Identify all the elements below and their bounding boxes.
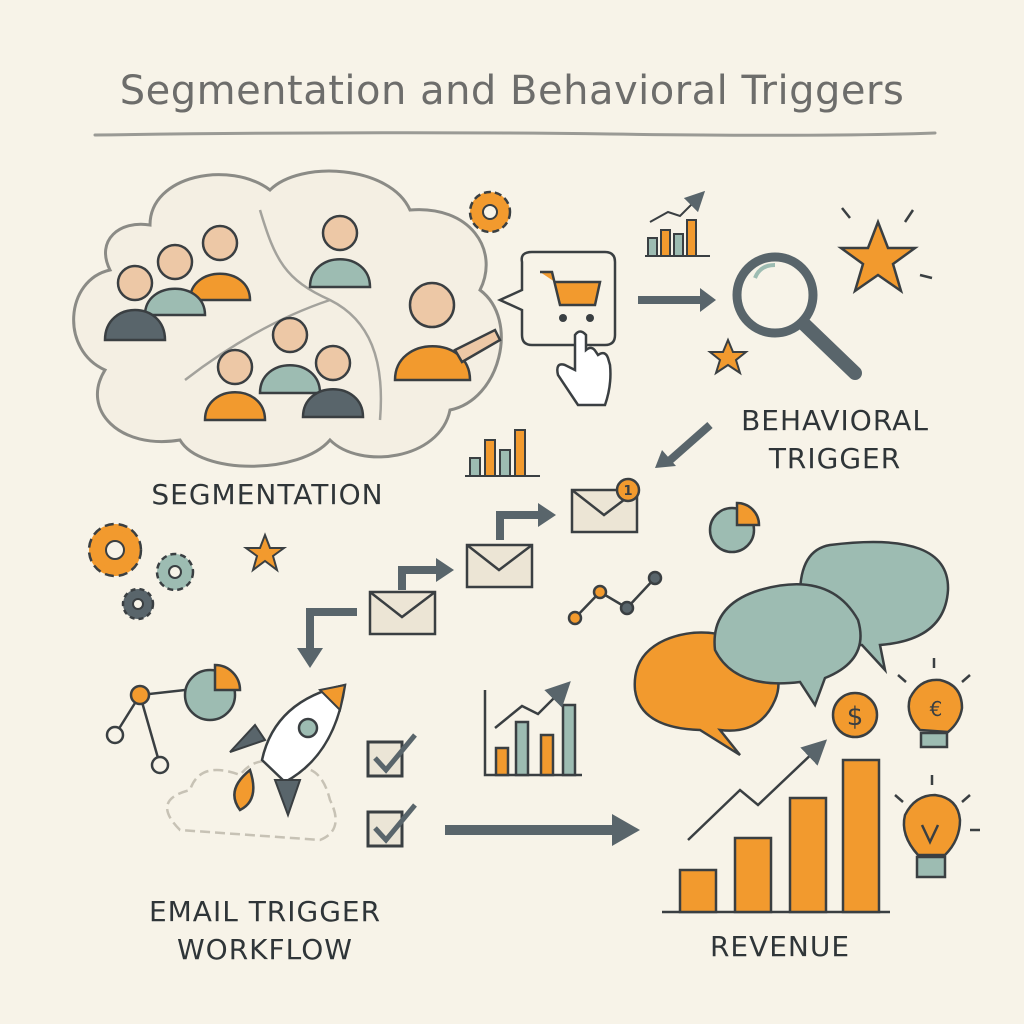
envelope-icon xyxy=(570,477,641,534)
line-graph-icon xyxy=(567,570,663,626)
pie-chart-icon xyxy=(708,501,761,554)
euro-symbol: € xyxy=(930,697,943,721)
shopping-cart-icon xyxy=(496,250,617,347)
dollar-coin-icon xyxy=(831,691,879,739)
star-icon xyxy=(837,207,933,295)
bar-chart-icon xyxy=(645,190,710,257)
person-icon xyxy=(203,348,267,422)
revenue-label: REVENUE xyxy=(709,930,851,963)
segmentation-label: SEGMENTATION xyxy=(151,478,384,511)
checkbox-icon xyxy=(366,733,417,778)
title-underline xyxy=(93,131,937,137)
arrow-icon xyxy=(297,608,357,668)
arrow-icon xyxy=(398,558,454,590)
email-workflow-label-line1: EMAIL TRIGGER xyxy=(148,895,382,928)
diagram-title: Segmentation and Behavioral Triggers xyxy=(119,68,905,114)
dollar-symbol: $ xyxy=(847,702,864,732)
speech-bubble-icon xyxy=(713,583,862,708)
gear-icon xyxy=(468,190,512,234)
star-icon xyxy=(707,337,749,376)
person-icon xyxy=(143,243,207,317)
envelope-icon xyxy=(465,543,534,589)
arrow-icon xyxy=(445,814,640,846)
lightbulb-icon xyxy=(897,658,971,749)
pie-chart-icon xyxy=(183,663,242,722)
arrow-icon xyxy=(655,421,713,468)
arrow-icon xyxy=(638,288,716,312)
pointer-hand-icon xyxy=(556,330,612,407)
revenue-bar-chart-icon xyxy=(662,739,890,914)
person-icon xyxy=(308,214,372,289)
gear-icon xyxy=(87,522,143,578)
bar-chart-icon xyxy=(465,429,540,477)
gear-icon xyxy=(121,587,155,621)
behavioral-trigger-label-line2: TRIGGER xyxy=(768,442,902,475)
person-icon xyxy=(103,264,167,342)
rocket-icon xyxy=(165,683,347,842)
person-icon xyxy=(188,224,252,302)
arrow-icon xyxy=(496,503,556,540)
bar-chart-icon xyxy=(483,681,582,777)
gear-icon xyxy=(155,552,195,592)
lightbulb-icon xyxy=(894,775,980,879)
envelope-icon xyxy=(368,590,437,636)
person-icon xyxy=(258,316,322,395)
star-icon xyxy=(242,532,288,573)
network-icon xyxy=(105,684,186,775)
magnifier-icon xyxy=(732,252,862,380)
email-workflow-label-line2: WORKFLOW xyxy=(177,933,353,966)
person-pointing-icon xyxy=(393,281,502,382)
checkbox-icon xyxy=(366,803,417,848)
behavioral-trigger-label-line1: BEHAVIORAL xyxy=(741,404,929,437)
notification-count: 1 xyxy=(623,484,632,499)
person-icon xyxy=(301,344,365,419)
